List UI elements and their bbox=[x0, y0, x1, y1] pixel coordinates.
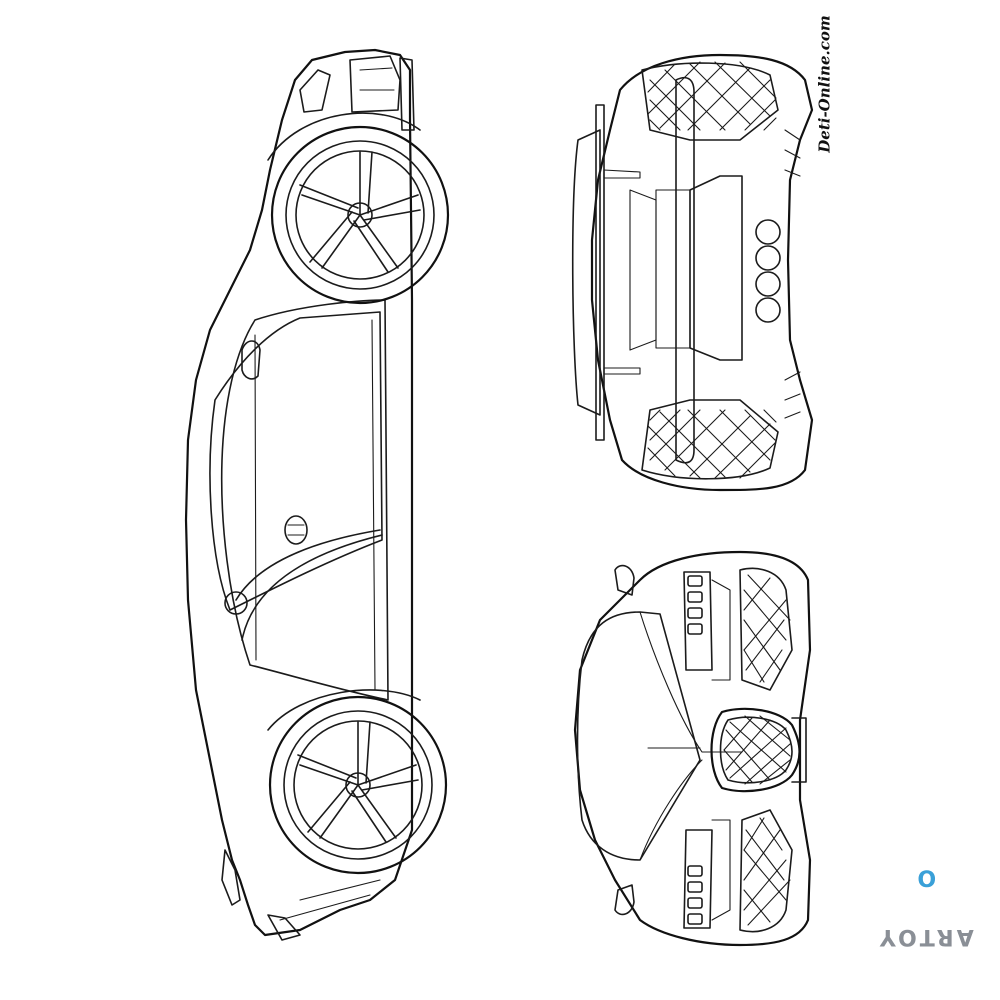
watermark-site: Deti-Online.com bbox=[795, 14, 855, 154]
brand-accent: O bbox=[914, 864, 936, 890]
front-headlights-lower bbox=[683, 819, 731, 929]
front-grille-mesh bbox=[723, 715, 791, 785]
watermark-text: Deti-Online.com bbox=[816, 15, 834, 153]
brand-logo: ARTOY O bbox=[877, 860, 974, 990]
side-rear-wheel bbox=[267, 112, 450, 305]
side-view-car bbox=[184, 48, 450, 941]
front-view-car bbox=[573, 550, 812, 947]
brand-text: ARTOY bbox=[876, 923, 974, 949]
side-front-wheel bbox=[267, 689, 448, 875]
front-headlights-upper bbox=[683, 571, 731, 681]
rear-upper-mesh bbox=[647, 61, 777, 131]
rear-view-car bbox=[571, 53, 814, 492]
rear-lower-mesh bbox=[647, 409, 777, 479]
